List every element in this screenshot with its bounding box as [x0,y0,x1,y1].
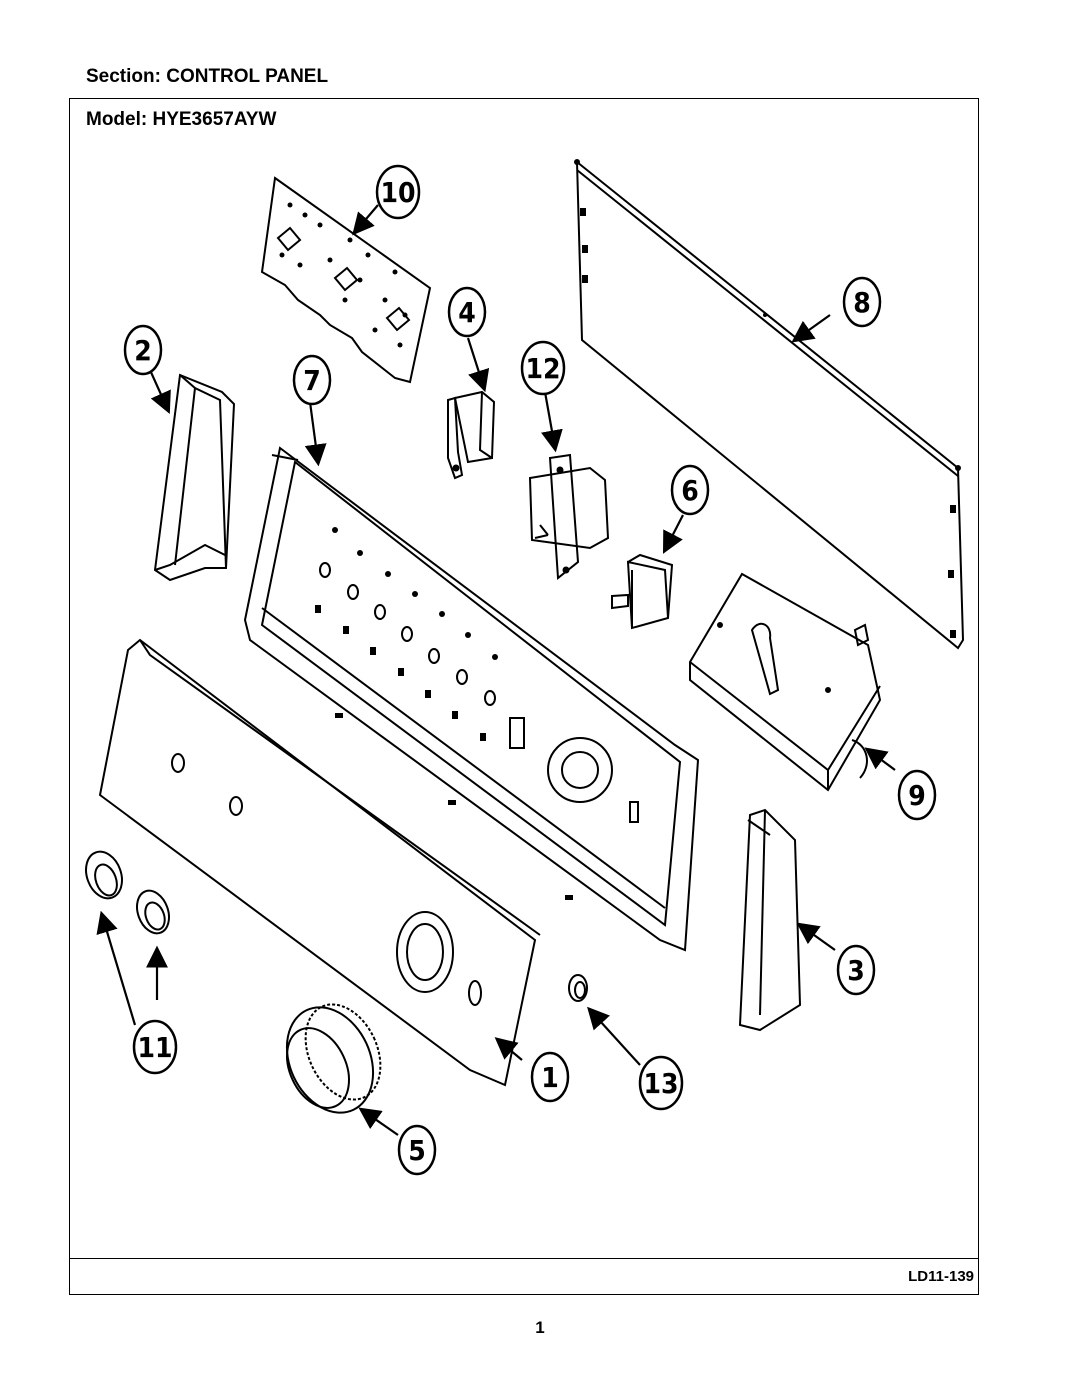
svg-text:3: 3 [847,954,865,987]
diagram-code: LD11-139 [908,1268,974,1285]
svg-text:2: 2 [134,334,152,367]
part-1-front-panel [98,638,573,1087]
svg-text:13: 13 [643,1067,678,1100]
callout-2: 2 [123,324,163,376]
part-9-timer-box [689,572,882,792]
callout-5: 5 [397,1124,437,1176]
callout-10: 10 [375,164,421,220]
leader-arrows [96,204,896,1136]
svg-text:6: 6 [681,474,699,507]
svg-text:12: 12 [525,352,560,385]
part-8-back-panel [574,159,965,650]
callout-3: 3 [836,944,876,996]
svg-text:8: 8 [853,286,871,319]
diagram-frame [69,98,979,1295]
part-12-switch [528,453,610,580]
callout-6: 6 [670,464,710,516]
part-11-small-knobs [85,850,170,935]
svg-text:7: 7 [303,364,321,397]
svg-text:9: 9 [908,779,926,812]
part-6-rotary-switch [611,553,674,630]
part-2-left-end-cap [153,373,236,582]
svg-text:5: 5 [408,1134,426,1167]
part-13-indicator [568,974,588,1002]
svg-text:4: 4 [458,296,476,329]
callout-1: 1 [530,1051,570,1103]
part-4-bracket [447,390,496,480]
part-7-control-console [243,446,700,952]
part-3-right-end-cap [738,808,802,1032]
svg-text:11: 11 [137,1031,172,1064]
part-10-circuit-board [260,176,432,384]
model-title: Model: HYE3657AYW [86,109,277,130]
svg-text:10: 10 [380,176,415,209]
callout-12: 12 [520,340,566,396]
callout-11: 11 [132,1019,178,1075]
footer-divider [69,1258,979,1259]
callout-9: 9 [897,769,937,821]
page-number: 1 [535,1318,545,1337]
callout-13: 13 [638,1055,684,1111]
section-title: Section: CONTROL PANEL [86,66,329,87]
callout-7: 7 [292,354,332,406]
callout-4: 4 [447,286,487,338]
svg-text:1: 1 [541,1061,559,1094]
callout-8: 8 [842,276,882,328]
part-5-large-knob [285,1003,382,1114]
